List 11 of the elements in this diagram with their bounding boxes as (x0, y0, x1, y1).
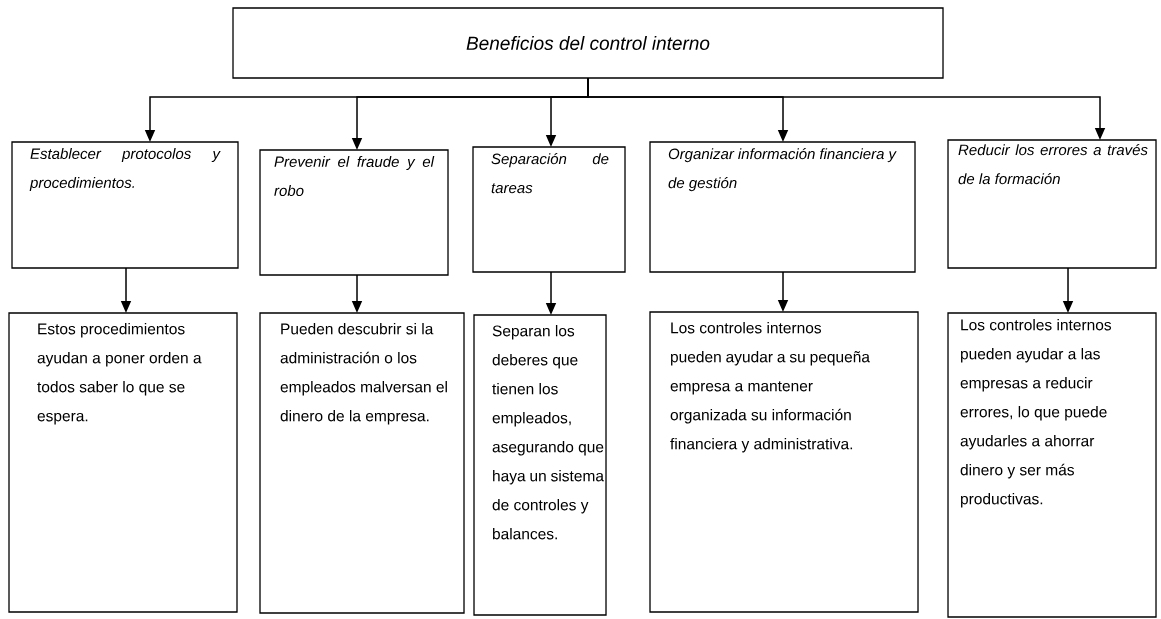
description-box: Pueden descubrir si la administración o los empleados malversan el dinero de la empresa. (259, 312, 465, 614)
description-box: Separan los deberes que tienen los empleados, asegurando que haya un sistema de controles y balances. (473, 314, 607, 616)
benefit-box: Separación de tareas (472, 146, 626, 273)
description-box: Los controles internos pueden ayudar a las empresas a reducir errores, lo que puede ayudarles a ahorrar dinero y ser más productivas. (947, 312, 1157, 618)
description-box: Estos procedimientos ayudan a poner orden a todos saber lo que se espera. (8, 312, 238, 613)
title-box: Beneficios del control interno (232, 7, 944, 79)
benefit-box: Reducir los errores a través de la formación (947, 139, 1157, 269)
benefit-box: Prevenir el fraude y el robo (259, 149, 449, 276)
description-box: Los controles internos pueden ayudar a su pequeña empresa a mantener organizada su información financiera y administrativa. (649, 311, 919, 613)
benefit-box: Establecer protocolos y procedimientos. (11, 141, 239, 269)
benefit-box: Organizar información financiera y de gestión (649, 141, 916, 273)
